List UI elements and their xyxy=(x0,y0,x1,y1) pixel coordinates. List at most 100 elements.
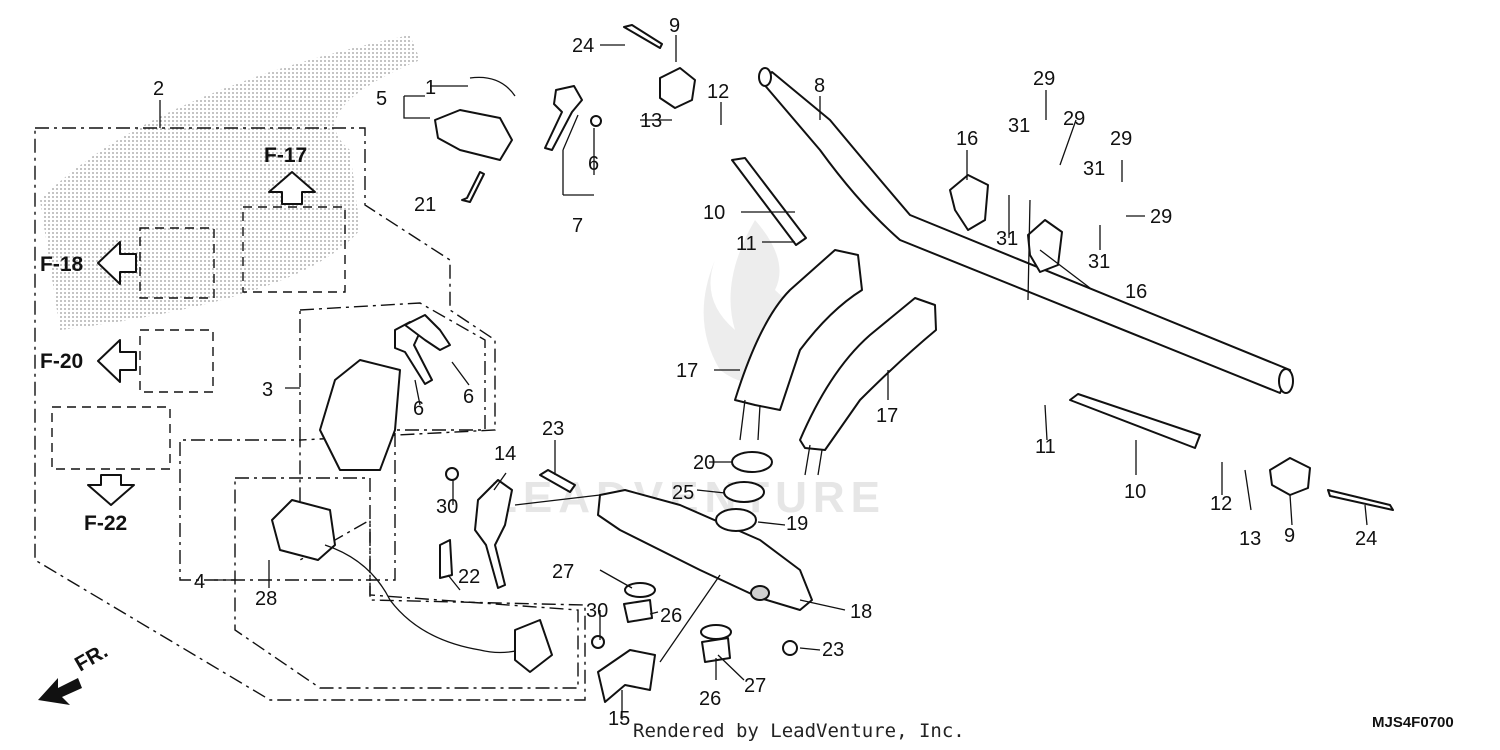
callout: 23 xyxy=(542,418,564,440)
bolt-head xyxy=(445,467,459,481)
ref-box-f17 xyxy=(242,206,346,293)
direction-label: FR. xyxy=(71,639,112,676)
ref-box-f20 xyxy=(139,329,214,393)
callout: 30 xyxy=(586,600,608,622)
washer xyxy=(590,115,602,127)
clip xyxy=(469,76,516,97)
nut xyxy=(701,637,731,663)
ref-label-f17: F-17 xyxy=(264,144,307,167)
callout: 2 xyxy=(153,78,164,100)
arrow-left-icon xyxy=(97,339,137,383)
inner-rod xyxy=(1069,393,1201,449)
callout: 31 xyxy=(1088,251,1110,273)
callout: 6 xyxy=(588,153,599,175)
bar-end-weight xyxy=(659,67,696,109)
ref-label-f18: F-18 xyxy=(40,253,84,276)
group-outline-3 xyxy=(179,302,486,581)
callout: 18 xyxy=(850,601,872,623)
cap-nut xyxy=(434,109,513,161)
callout: 9 xyxy=(1284,525,1295,547)
callout: 19 xyxy=(786,513,808,535)
callout: 26 xyxy=(660,605,682,627)
callout: 1 xyxy=(425,77,436,99)
diagram-code: MJS4F0700 xyxy=(1372,714,1454,731)
callout: 11 xyxy=(736,233,757,255)
callout: 3 xyxy=(262,379,273,401)
bolt-head xyxy=(782,640,798,656)
group-outline-2 xyxy=(34,127,586,701)
handlebar-end xyxy=(758,67,772,87)
callout: 31 xyxy=(996,228,1018,250)
callout: 30 xyxy=(436,496,458,518)
leader-lines xyxy=(159,35,1368,720)
riser-right xyxy=(799,297,937,451)
handlebar xyxy=(761,71,1291,394)
callout: 10 xyxy=(1124,481,1146,503)
callout: 6 xyxy=(463,386,474,408)
callout: 4 xyxy=(194,571,205,593)
connector xyxy=(514,619,553,673)
callout: 15 xyxy=(608,708,630,730)
callout: 13 xyxy=(1239,528,1261,550)
callout: 6 xyxy=(413,398,424,420)
washer xyxy=(624,582,656,598)
handlebar-holder xyxy=(949,174,989,231)
callout: 28 xyxy=(255,588,277,610)
bolt xyxy=(439,539,453,579)
callout: 14 xyxy=(494,443,516,465)
inner-rod xyxy=(731,157,807,246)
callout: 12 xyxy=(1210,493,1232,515)
callout: 23 xyxy=(822,639,844,661)
bolt xyxy=(539,469,576,493)
handlebar-end xyxy=(1278,368,1294,394)
riser-left xyxy=(734,249,863,411)
bolt xyxy=(1327,489,1394,511)
callout: 22 xyxy=(458,566,480,588)
nut xyxy=(623,599,653,623)
callout: 20 xyxy=(693,452,715,474)
callout: 31 xyxy=(1083,158,1105,180)
bushing xyxy=(731,451,773,473)
ref-label-f20: F-20 xyxy=(40,350,83,373)
callout: 17 xyxy=(876,405,898,427)
callout: 8 xyxy=(814,75,825,97)
callout: 5 xyxy=(376,88,387,110)
callout: 21 xyxy=(414,194,436,216)
ignition-key-icon xyxy=(404,314,451,351)
key-icon xyxy=(544,85,583,151)
callout: 27 xyxy=(744,675,766,697)
callout: 27 xyxy=(552,561,574,583)
arrow-left-icon xyxy=(97,241,137,285)
callout: 17 xyxy=(676,360,698,382)
bracket xyxy=(597,649,656,703)
callout: 11 xyxy=(1035,436,1056,458)
washer xyxy=(700,624,732,640)
bridge-hole xyxy=(750,585,770,601)
callout: 16 xyxy=(956,128,978,150)
callout: 25 xyxy=(672,482,694,504)
callout: 24 xyxy=(572,35,594,57)
frame-shading xyxy=(40,35,420,330)
callout: 10 xyxy=(703,202,725,224)
callout: 13 xyxy=(640,110,662,132)
callout: 29 xyxy=(1110,128,1132,150)
ref-box-f18 xyxy=(139,227,215,299)
group-outline-4 xyxy=(234,477,579,689)
bracket xyxy=(474,479,513,589)
callout: 12 xyxy=(707,81,729,103)
switch-module xyxy=(271,499,336,561)
bolt xyxy=(461,171,485,203)
bolt-head xyxy=(591,635,605,649)
callout: 26 xyxy=(699,688,721,710)
front-direction-arrow-icon xyxy=(38,678,82,705)
callouts: 1 2 3 4 5 6 6 6 7 8 9 9 10 10 11 11 12 1… xyxy=(153,15,1377,730)
callout: 31 xyxy=(1008,115,1030,137)
ref-box-f22 xyxy=(51,406,171,470)
bar-end-weight xyxy=(1269,457,1311,496)
arrow-up-icon xyxy=(268,171,316,205)
callout: 7 xyxy=(572,215,583,237)
callout: 29 xyxy=(1063,108,1085,130)
callout: 24 xyxy=(1355,528,1377,550)
arrow-down-icon xyxy=(87,474,135,506)
